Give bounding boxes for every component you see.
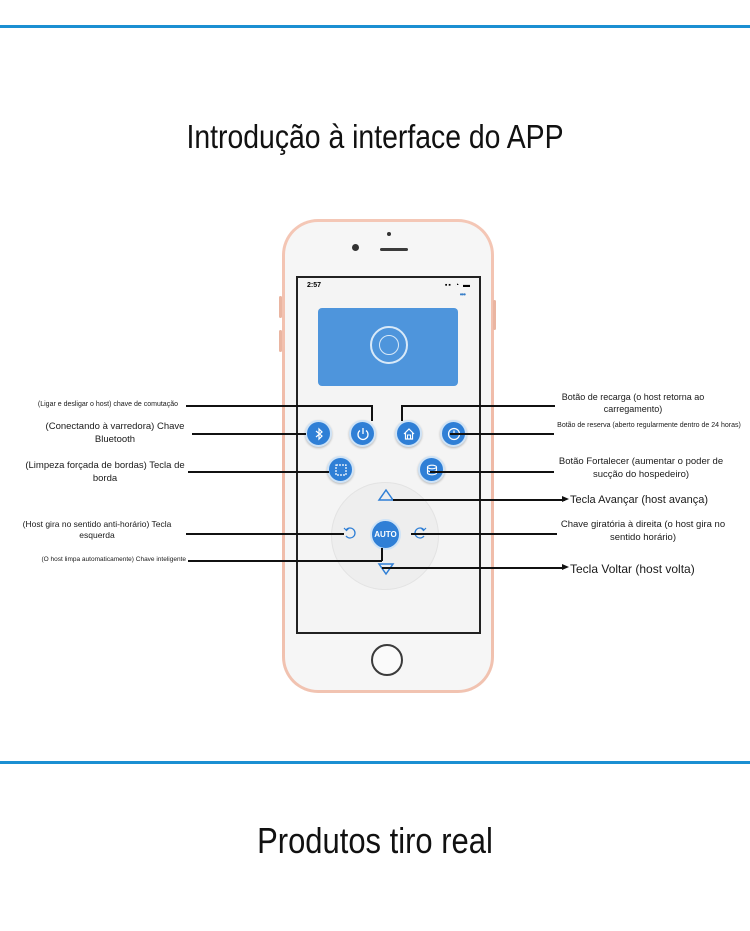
label-recharge: Botão de recarga (o host retorna ao carr… bbox=[561, 392, 705, 415]
top-divider bbox=[0, 25, 750, 28]
power-icon bbox=[356, 427, 369, 440]
arrow-up-icon bbox=[377, 488, 395, 501]
phone-side-button bbox=[279, 296, 282, 318]
label-right-rotate: Chave giratória à direita (o host gira n… bbox=[560, 519, 726, 543]
pointer-line bbox=[186, 533, 344, 535]
front-camera-icon bbox=[352, 244, 359, 251]
pointer-line bbox=[188, 560, 382, 562]
edge-icon bbox=[334, 463, 347, 476]
pointer-line bbox=[371, 405, 373, 421]
label-smart-switch: (O host limpa automaticamente) Chave int… bbox=[41, 556, 186, 563]
label-left-rotate: (Host gira no sentido anti-horário) Tecl… bbox=[22, 519, 172, 541]
pointer-line bbox=[401, 405, 403, 421]
phone-sensor bbox=[387, 232, 391, 236]
pointer-arrowhead bbox=[562, 564, 569, 570]
rotate-left-button[interactable] bbox=[343, 526, 357, 545]
edge-button[interactable] bbox=[327, 456, 354, 483]
pointer-line bbox=[401, 405, 555, 407]
pointer-arrowhead bbox=[562, 496, 569, 502]
label-bluetooth: (Conectando à varredora) Chave Bluetooth bbox=[45, 421, 185, 445]
pointer-line bbox=[192, 433, 306, 435]
status-icons: ▪▪ ◔ ▬ bbox=[444, 282, 471, 289]
bluetooth-icon bbox=[315, 427, 323, 440]
power-button[interactable] bbox=[349, 420, 376, 447]
label-strengthen: Botão Fortalecer (aumentar o poder de su… bbox=[558, 456, 724, 480]
label-back: Tecla Voltar (host volta) bbox=[570, 562, 695, 576]
suction-icon bbox=[426, 464, 437, 475]
pointer-line bbox=[382, 567, 564, 569]
label-edge: (Limpeza forçada de bordas) Tecla de bor… bbox=[25, 460, 185, 484]
pointer-line bbox=[393, 499, 565, 501]
phone-home-button bbox=[371, 644, 403, 676]
middle-divider bbox=[0, 761, 750, 764]
pointer-line bbox=[411, 533, 557, 535]
auto-smart-button[interactable]: AUTO bbox=[370, 519, 401, 550]
rotate-right-button[interactable] bbox=[413, 526, 427, 545]
phone-side-button bbox=[279, 330, 282, 352]
app-screen: 2:57 ▪▪ ◔ ▬ ••• bbox=[296, 276, 481, 634]
arrow-down-icon bbox=[377, 563, 395, 576]
section-title-app-intro: Introdução à interface do APP bbox=[186, 118, 564, 155]
pointer-line bbox=[186, 405, 372, 407]
back-button[interactable] bbox=[377, 562, 395, 581]
rotate-left-icon bbox=[343, 527, 356, 539]
status-time: 2:57 bbox=[307, 282, 322, 289]
forward-button[interactable] bbox=[377, 488, 395, 507]
label-forward: Tecla Avançar (host avança) bbox=[570, 494, 708, 506]
earpiece-speaker bbox=[380, 248, 408, 251]
robot-banner bbox=[318, 308, 458, 386]
pointer-line bbox=[381, 548, 383, 561]
recharge-button[interactable] bbox=[395, 420, 422, 447]
section-title-products: Produtos tiro real bbox=[257, 820, 493, 861]
label-reservation: Botão de reserva (aberto regularmente de… bbox=[557, 422, 741, 429]
pointer-line bbox=[188, 471, 329, 473]
bluetooth-button[interactable] bbox=[305, 420, 332, 447]
strengthen-button[interactable] bbox=[418, 456, 445, 483]
pointer-line bbox=[450, 433, 554, 435]
label-power-switch: (Ligar e desligar o host) chave de comut… bbox=[37, 401, 178, 408]
pointer-line bbox=[430, 471, 554, 473]
home-icon bbox=[403, 427, 414, 440]
more-menu-icon[interactable]: ••• bbox=[459, 290, 466, 299]
robot-vacuum-icon bbox=[370, 326, 408, 364]
phone-side-button bbox=[493, 300, 496, 330]
